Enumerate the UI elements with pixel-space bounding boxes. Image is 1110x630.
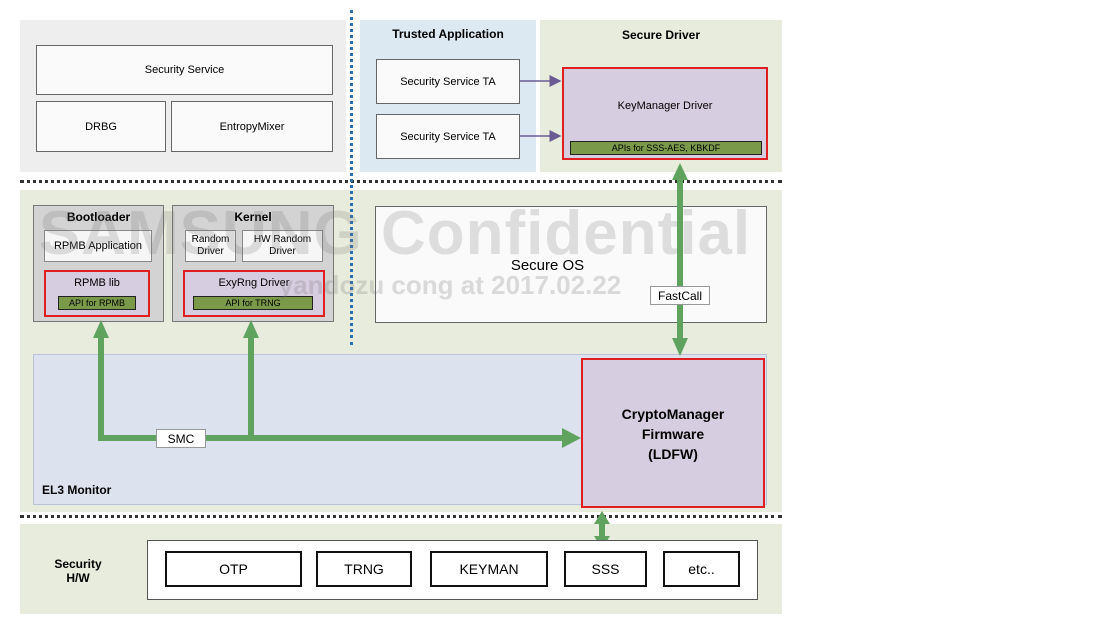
- rpmb-lib-label: RPMB lib: [74, 277, 120, 289]
- divider-bottom: [20, 515, 782, 518]
- entropy-mixer-box: EntropyMixer: [171, 101, 333, 152]
- security-service-box: Security Service: [36, 45, 333, 95]
- divider-top: [20, 180, 782, 183]
- keymanager-api-bar: APIs for SSS-AES, KBKDF: [570, 141, 762, 155]
- trusted-application-title: Trusted Application: [392, 27, 504, 41]
- security-hw-label-1: Security: [54, 557, 102, 571]
- cryptomanager-label-1: CryptoManager: [621, 406, 725, 422]
- hw-trng-box: TRNG: [316, 551, 412, 587]
- drbg-box: DRBG: [36, 101, 166, 152]
- security-service-ta-2: Security Service TA: [376, 114, 520, 159]
- el3-monitor-label: EL3 Monitor: [42, 483, 112, 497]
- cryptomanager-firmware-box: [581, 358, 765, 508]
- keymanager-driver-label: KeyManager Driver: [617, 100, 713, 112]
- hw-sss-box: SSS: [564, 551, 647, 587]
- hw-otp-box: OTP: [165, 551, 302, 587]
- rpmb-api-bar: API for RPMB: [58, 296, 136, 310]
- smc-label: SMC: [156, 429, 206, 448]
- fastcall-label: FastCall: [650, 286, 710, 305]
- bootloader-title: Bootloader: [66, 210, 131, 224]
- trng-api-bar: API for TRNG: [193, 296, 313, 310]
- divider-vertical: [350, 10, 353, 345]
- security-service-ta-1: Security Service TA: [376, 59, 520, 104]
- hw-random-driver-box: HW Random Driver: [242, 230, 323, 262]
- random-driver-box: Random Driver: [185, 230, 236, 262]
- hw-keyman-box: KEYMAN: [430, 551, 548, 587]
- secure-os-label: Secure OS: [510, 257, 585, 274]
- hw-etc-box: etc..: [663, 551, 740, 587]
- watermark-main: SAMSUNG Confidential: [38, 199, 752, 268]
- exyrng-driver-label: ExyRng Driver: [218, 277, 290, 289]
- watermark-sub: yandozu cong at 2017.02.22: [278, 270, 622, 300]
- security-hw-label-2: H/W: [66, 571, 90, 585]
- kernel-title: Kernel: [234, 210, 272, 224]
- rpmb-application-box: RPMB Application: [44, 230, 152, 262]
- cryptomanager-label-2: Firmware: [641, 426, 705, 442]
- secure-driver-title: Secure Driver: [621, 28, 701, 42]
- cryptomanager-label-3: (LDFW): [648, 446, 698, 462]
